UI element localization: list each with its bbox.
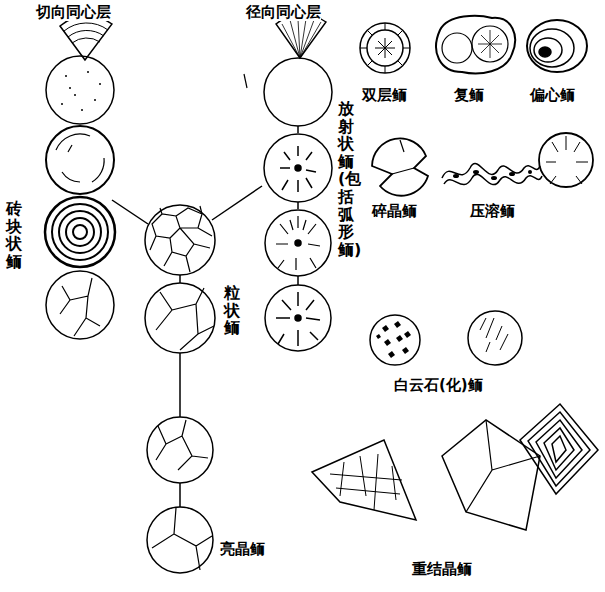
vertical-type-label: 放射状鲕(包括弧形鲕) bbox=[338, 100, 354, 258]
type-label: 碎晶鲕 bbox=[372, 202, 417, 220]
type-label: 复鲕 bbox=[454, 86, 484, 104]
heading-label: 切向同心层 bbox=[36, 3, 111, 21]
heading-label: 径向同心层 bbox=[246, 3, 321, 21]
type-label: 重结晶鲕 bbox=[412, 560, 472, 578]
type-label: 偏心鲕 bbox=[530, 86, 575, 104]
type-label: 压溶鲕 bbox=[470, 202, 515, 220]
type-label: 双层鲕 bbox=[362, 86, 407, 104]
type-label: 亮晶鲕 bbox=[220, 540, 265, 558]
type-label: 白云石(化)鲕 bbox=[394, 376, 483, 394]
vertical-type-label: 粒状鲕 bbox=[224, 284, 240, 337]
vertical-type-label: 砖块状鲕 bbox=[6, 200, 22, 270]
